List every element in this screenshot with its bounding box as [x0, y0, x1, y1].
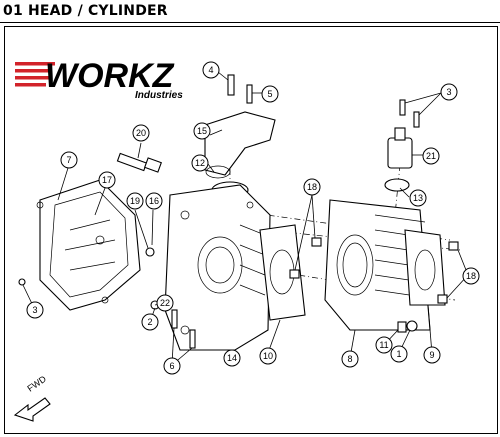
svg-text:15: 15: [197, 126, 207, 136]
callout-1: 1: [390, 345, 408, 363]
callout-7: 7: [60, 151, 78, 169]
svg-text:16: 16: [149, 196, 159, 206]
callout-20: 20: [132, 124, 150, 142]
cylinder-block: [324, 199, 431, 331]
logo-sub: Industries: [135, 90, 183, 101]
cylinder-head: [164, 184, 271, 351]
svg-text:17: 17: [102, 175, 112, 185]
svg-text:4: 4: [208, 65, 213, 75]
chain-tensioner: [384, 127, 413, 192]
base-gasket: [404, 229, 446, 306]
svg-text:8: 8: [347, 354, 352, 364]
callout-8: 8: [341, 350, 359, 368]
callout-3: 3: [440, 83, 458, 101]
svg-text:7: 7: [66, 155, 71, 165]
callout-22: 22: [156, 294, 174, 312]
workz-logo: WORKZ Industries: [15, 57, 183, 101]
callout-6: 6: [163, 357, 181, 375]
svg-text:22: 22: [160, 298, 170, 308]
svg-text:2: 2: [147, 317, 152, 327]
fwd-arrow: FWD: [13, 373, 51, 422]
callout-12: 12: [191, 154, 209, 172]
callout-19: 19: [126, 192, 144, 210]
callout-2: 2: [141, 313, 159, 331]
callout-18: 18: [303, 178, 321, 196]
svg-text:6: 6: [169, 361, 174, 371]
callout-10: 10: [259, 347, 277, 365]
svg-text:13: 13: [413, 193, 423, 203]
svg-text:19: 19: [130, 196, 140, 206]
callout-16: 16: [145, 192, 163, 210]
callout-14: 14: [223, 349, 241, 367]
callout-11: 11: [375, 336, 393, 354]
callout-9: 9: [423, 346, 441, 364]
fwd-label: FWD: [25, 373, 48, 393]
page-title: 01 HEAD / CYLINDER: [3, 3, 168, 19]
svg-text:21: 21: [426, 151, 436, 161]
svg-text:9: 9: [429, 350, 434, 360]
svg-text:18: 18: [466, 271, 476, 281]
cylinder-head-cover: [36, 179, 141, 311]
svg-text:1: 1: [396, 349, 401, 359]
svg-text:14: 14: [227, 353, 237, 363]
diagram-frame: [4, 26, 498, 434]
svg-text:11: 11: [379, 340, 388, 350]
callout-18-right: 18: [462, 267, 480, 285]
callout-4: 4: [202, 61, 220, 79]
spark-plug: [116, 152, 162, 173]
title-rule: [0, 22, 500, 23]
svg-text:20: 20: [136, 128, 146, 138]
svg-text:5: 5: [267, 89, 272, 99]
svg-text:3: 3: [446, 87, 451, 97]
callout-3-left: 3: [26, 301, 44, 319]
svg-text:12: 12: [195, 158, 205, 168]
svg-text:10: 10: [263, 351, 273, 361]
callout-15: 15: [193, 122, 211, 140]
callout-5: 5: [261, 85, 279, 103]
callout-21: 21: [422, 147, 440, 165]
callout-13: 13: [409, 189, 427, 207]
logo-brand: WORKZ: [45, 57, 175, 95]
svg-text:18: 18: [307, 182, 317, 192]
callout-17: 17: [98, 171, 116, 189]
svg-text:3: 3: [32, 305, 37, 315]
